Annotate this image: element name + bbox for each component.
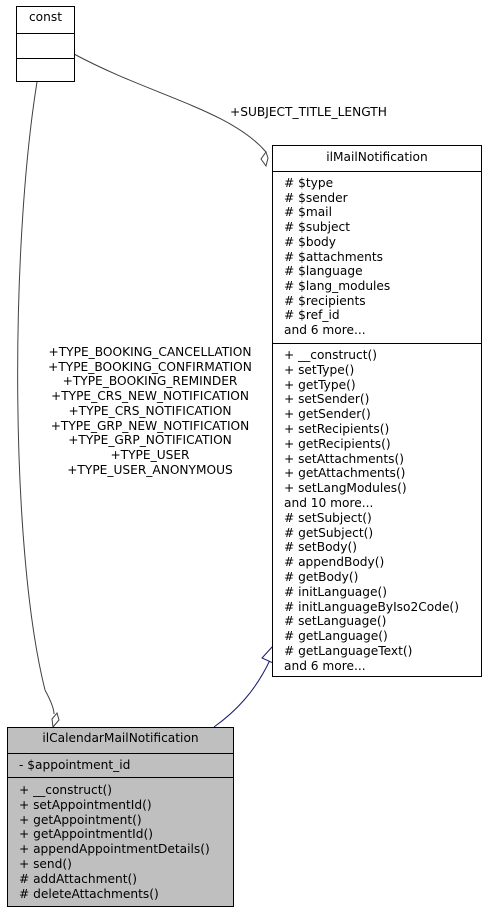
subject-title-length-label: +SUBJECT_TITLE_LENGTH bbox=[230, 105, 387, 119]
edge-const-to-mail bbox=[73, 53, 267, 153]
calendar-attributes: - $appointment_id bbox=[8, 753, 233, 777]
constant-line: +TYPE_BOOKING_CANCELLATION bbox=[48, 345, 252, 359]
method-line: + getAppointment() bbox=[19, 812, 142, 827]
method-more-line: and 10 more... bbox=[284, 496, 374, 510]
calendar-methods: + __construct() + setAppointmentId() + g… bbox=[8, 777, 233, 907]
method-line: # setSubject() bbox=[284, 510, 372, 525]
const-attributes-section bbox=[17, 33, 74, 58]
method-line: # appendBody() bbox=[284, 555, 385, 570]
method-line: # initLanguageByIso2Code() bbox=[284, 599, 459, 614]
diamond-calendar-end bbox=[51, 711, 60, 729]
method-line: + setSender() bbox=[284, 392, 370, 407]
attribute-line: # $mail bbox=[284, 205, 332, 220]
edge-const-to-calendar bbox=[17, 81, 46, 691]
const-class-box[interactable]: const bbox=[16, 6, 75, 82]
constant-line: +TYPE_BOOKING_CONFIRMATION bbox=[48, 359, 252, 374]
method-line: + send() bbox=[19, 857, 72, 871]
mail-notification-methods: + __construct() + setType() + getType() … bbox=[273, 343, 481, 677]
method-line: + getSender() bbox=[284, 407, 371, 422]
attribute-line: # $subject bbox=[284, 220, 351, 235]
method-line: # deleteAttachments() bbox=[19, 886, 159, 901]
edge-inheritance bbox=[213, 659, 271, 728]
attribute-line: - $appointment_id bbox=[19, 758, 131, 772]
const-methods-section bbox=[17, 58, 74, 82]
method-line: + getAppointmentId() bbox=[19, 827, 153, 842]
constant-line: +TYPE_USER_ANONYMOUS bbox=[67, 462, 233, 477]
mail-notification-class-box[interactable]: ilMailNotification # $type # $sender # $… bbox=[272, 145, 482, 677]
method-line: # setLanguage() bbox=[284, 614, 387, 629]
constant-line: +TYPE_BOOKING_REMINDER bbox=[62, 374, 238, 389]
constant-line: +TYPE_CRS_NEW_NOTIFICATION bbox=[50, 389, 250, 404]
method-line: # getLanguageText() bbox=[284, 644, 413, 658]
method-line: + setRecipients() bbox=[284, 422, 390, 436]
calendar-constants-label: +TYPE_BOOKING_CANCELLATION +TYPE_BOOKING… bbox=[20, 345, 280, 477]
method-line: + getType() bbox=[284, 377, 356, 392]
attribute-more-line: and 6 more... bbox=[284, 323, 366, 337]
attribute-line: # $ref_id bbox=[284, 308, 340, 323]
method-line: # getBody() bbox=[284, 570, 359, 584]
constant-line: +TYPE_CRS_NOTIFICATION bbox=[68, 403, 232, 418]
method-line: + setLangModules() bbox=[284, 481, 407, 496]
mail-notification-title: ilMailNotification bbox=[326, 150, 428, 164]
calendar-mail-notification-class-box[interactable]: ilCalendarMailNotification - $appointmen… bbox=[7, 727, 234, 907]
mail-notification-attributes: # $type # $sender # $mail # $subject # $… bbox=[273, 171, 481, 343]
attribute-line: # $sender bbox=[284, 190, 348, 205]
calendar-mail-notification-title: ilCalendarMailNotification bbox=[42, 731, 199, 745]
method-line: # getLanguage() bbox=[284, 629, 388, 644]
method-line: # initLanguage() bbox=[284, 584, 388, 599]
attribute-line: # $lang_modules bbox=[284, 278, 391, 293]
attribute-line: # $type bbox=[284, 176, 334, 190]
method-more-line: and 6 more... bbox=[284, 658, 366, 673]
method-line: + __construct() bbox=[284, 348, 378, 362]
const-class-title: const bbox=[28, 10, 62, 24]
method-line: + appendAppointmentDetails() bbox=[19, 842, 210, 857]
constant-line: +TYPE_GRP_NEW_NOTIFICATION bbox=[50, 418, 250, 433]
method-line: + __construct() bbox=[19, 783, 113, 797]
attribute-line: # $body bbox=[284, 234, 336, 249]
constant-line: +TYPE_GRP_NOTIFICATION bbox=[68, 433, 232, 448]
diamond-mail-end bbox=[260, 150, 269, 168]
method-line: # setBody() bbox=[284, 540, 357, 555]
method-line: # getSubject() bbox=[284, 525, 374, 540]
method-line: # addAttachment() bbox=[19, 871, 137, 886]
method-line: + setAttachments() bbox=[284, 451, 405, 466]
attribute-line: # $language bbox=[284, 264, 363, 279]
attribute-line: # $attachments bbox=[284, 249, 383, 264]
method-line: + getRecipients() bbox=[284, 436, 391, 451]
method-line: + setAppointmentId() bbox=[19, 797, 152, 812]
method-line: + setType() bbox=[284, 362, 355, 377]
attribute-line: # $recipients bbox=[284, 293, 366, 308]
method-line: + getAttachments() bbox=[284, 466, 406, 481]
constant-line: +TYPE_USER bbox=[110, 447, 190, 462]
